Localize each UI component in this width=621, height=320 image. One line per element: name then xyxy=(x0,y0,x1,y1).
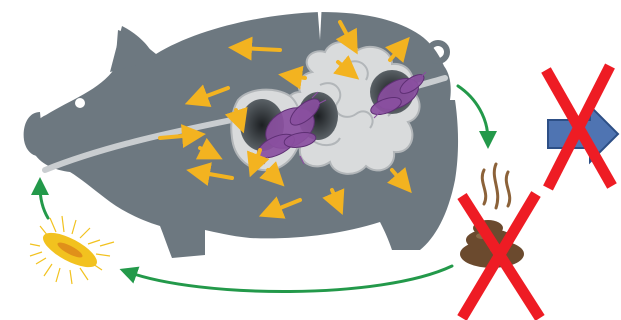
pig-eye xyxy=(75,98,85,108)
cycle-arrow-feces-to-bacterium xyxy=(128,266,452,292)
free-bacterium xyxy=(30,216,114,284)
cycle-arrow-bacterium-to-snout xyxy=(40,186,48,218)
cycle-arrow-pig-to-feces xyxy=(458,86,488,140)
